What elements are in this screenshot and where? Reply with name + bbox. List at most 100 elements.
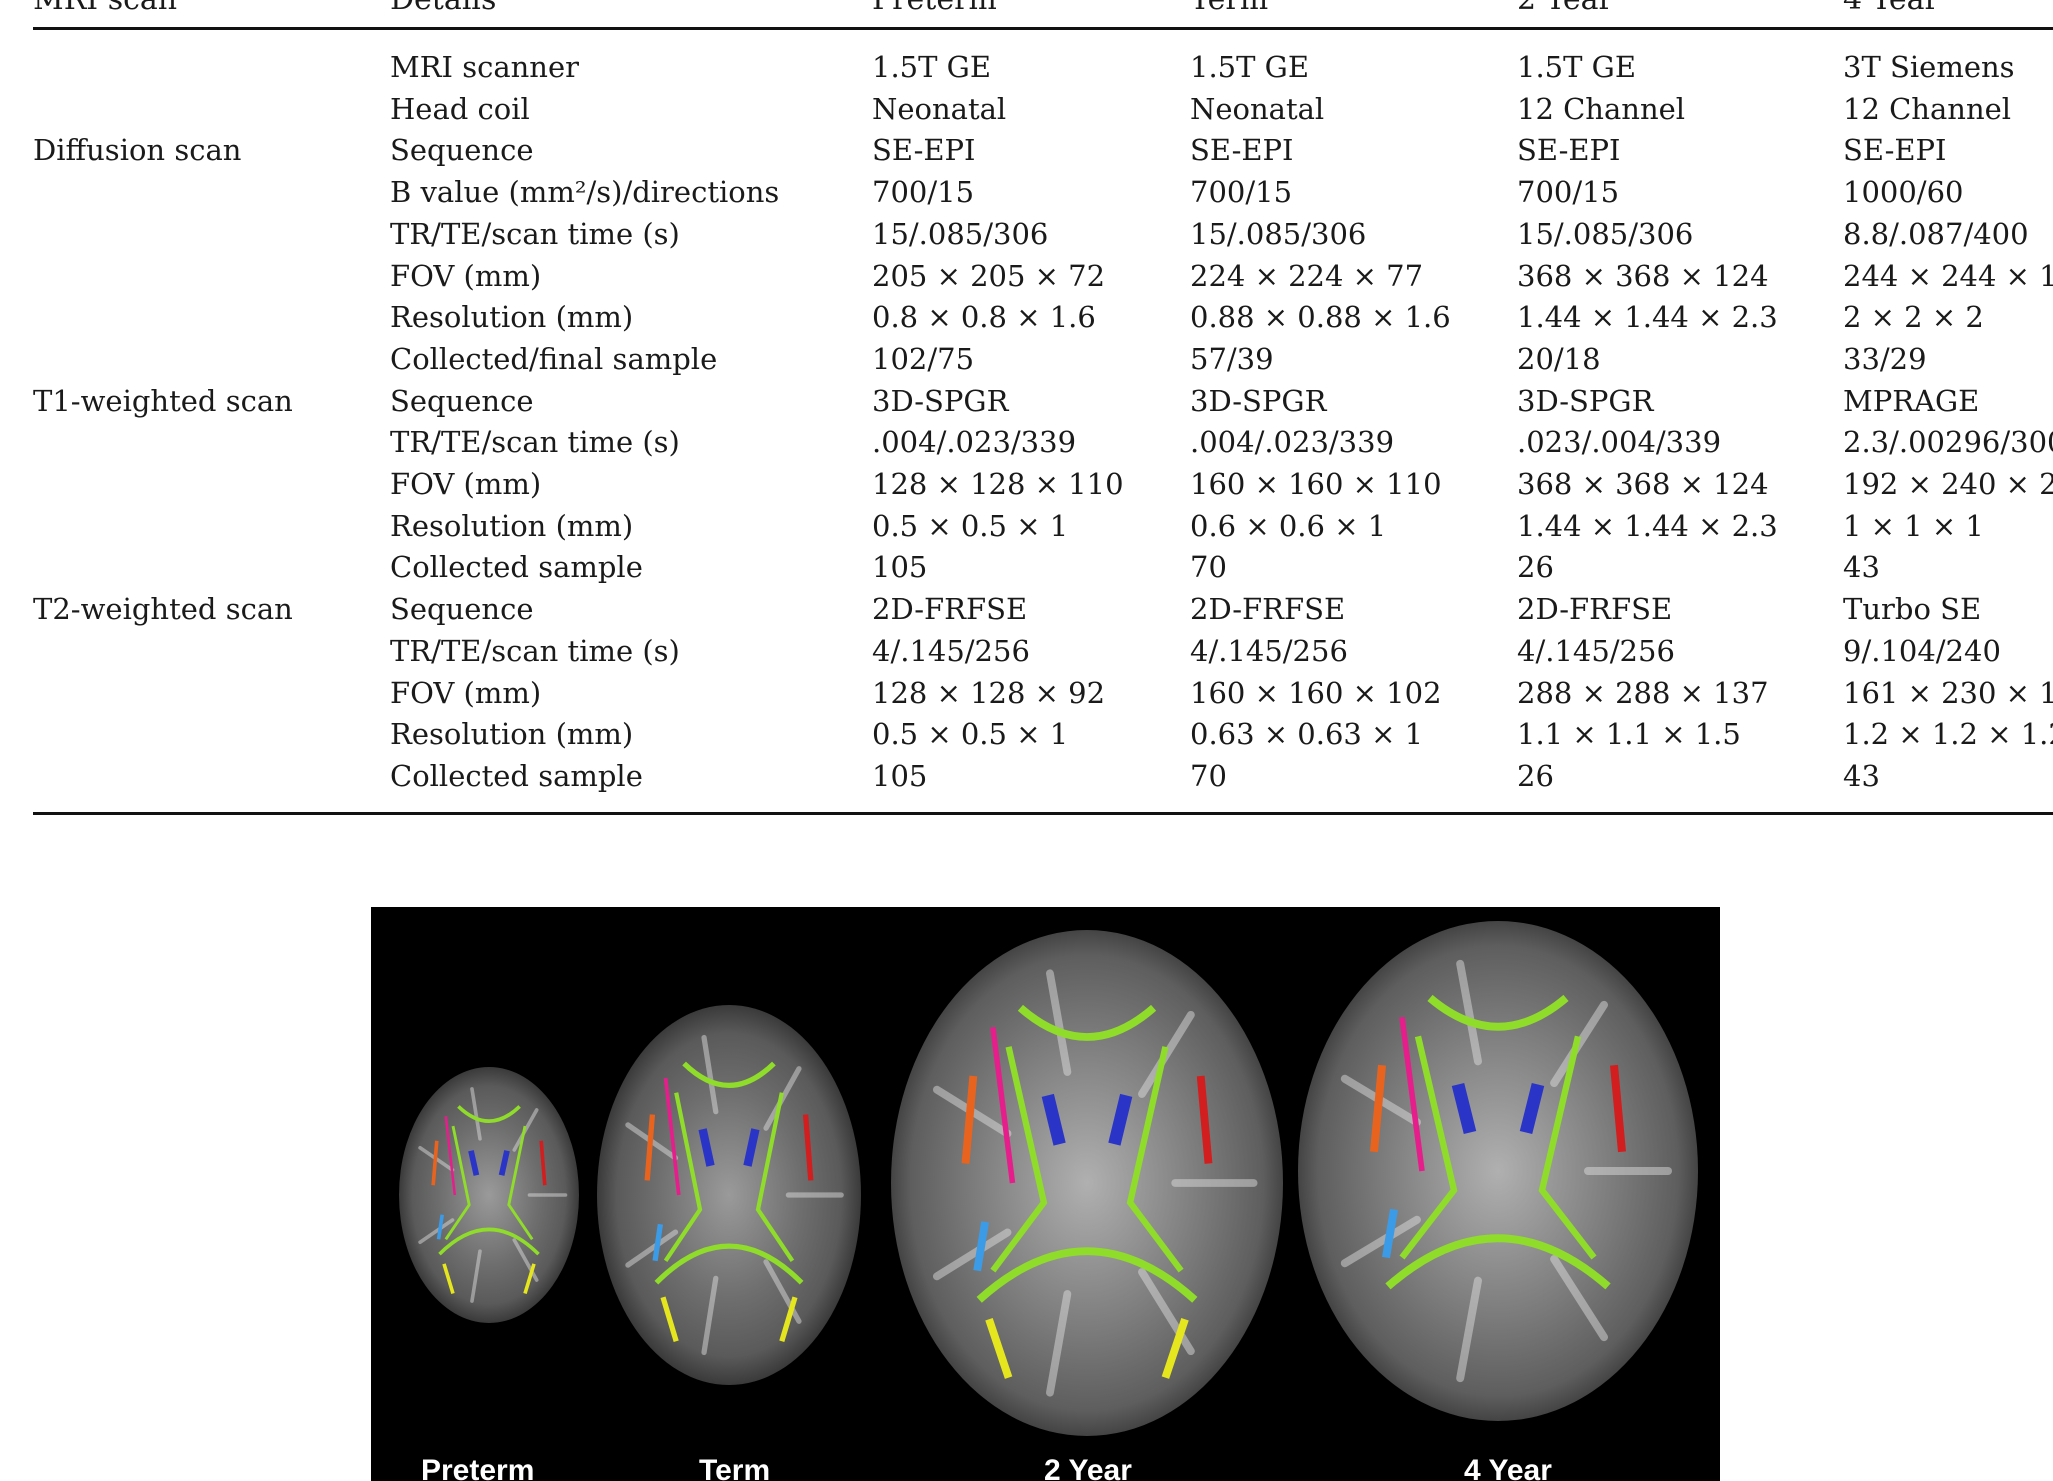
table-row: TR/TE/scan time (s).004/.023/339.004/.02… <box>0 421 2053 463</box>
table-row: Diffusion scan Sequence SE-EPI SE-EPI SE-EPI… <box>0 129 2053 171</box>
table-cell: TR/TE/scan time (s) <box>390 634 680 668</box>
table-cell: 192 × 240 × 256 <box>1843 467 2053 501</box>
column-header-mri-scan: MRI scan <box>33 0 177 18</box>
tract-internal-capsule-left <box>663 1092 703 1262</box>
table-cell: 0.8 × 0.8 × 1.6 <box>872 300 1096 334</box>
table-cell: 9/.104/240 <box>1843 634 2001 668</box>
tract-pink-left <box>1399 1016 1425 1172</box>
table-cell: 43 <box>1843 759 1880 793</box>
tract-light-blue-left <box>1382 1208 1398 1259</box>
table-cell: 4/.145/256 <box>872 634 1030 668</box>
column-header-term: Term <box>1190 0 1268 18</box>
white-matter-streak <box>470 1249 482 1303</box>
table-cell: 3D-SPGR <box>1517 384 1654 418</box>
table-cell: Head coil <box>390 92 530 126</box>
white-matter-streak <box>1340 1215 1421 1268</box>
white-matter-streak <box>701 1034 719 1115</box>
tract-blue-right <box>743 1128 760 1167</box>
tract-genu <box>457 1105 521 1123</box>
table-cell: 128 × 128 × 110 <box>872 467 1124 501</box>
tract-blue-left <box>468 1150 480 1176</box>
table-cell: 160 × 160 × 110 <box>1190 467 1442 501</box>
table-cell: Sequence <box>390 384 534 418</box>
tract-blue-right <box>1108 1093 1133 1146</box>
table-cell: 1.5T GE <box>872 50 992 84</box>
table-cell: 700/15 <box>1517 175 1620 209</box>
table-top-rule <box>33 27 2053 30</box>
figure-label-2-year: 2 Year <box>1044 1454 1132 1481</box>
table-cell: TR/TE/scan time (s) <box>390 217 680 251</box>
table-cell: 1.44 × 1.44 × 2.3 <box>1517 300 1778 334</box>
table-cell: SE-EPI <box>872 133 976 167</box>
tract-pink-left <box>444 1116 457 1196</box>
table-cell: 244 × 244 × 140 <box>1843 259 2053 293</box>
table-cell: 700/15 <box>1190 175 1293 209</box>
table-cell: 1.1 × 1.1 × 1.5 <box>1517 717 1741 751</box>
table-cell: Sequence <box>390 133 534 167</box>
white-matter-streak <box>418 1218 455 1245</box>
brain-dti-figure: Preterm Term 2 Year 4 Year <box>371 907 1720 1481</box>
table-cell: 105 <box>872 550 928 584</box>
table-bottom-rule <box>33 812 2053 815</box>
table-cell: MRI scanner <box>390 50 579 84</box>
table-cell: FOV (mm) <box>390 259 542 293</box>
tract-internal-capsule-left <box>990 1046 1048 1273</box>
table-cell: 3T Siemens <box>1843 50 2015 84</box>
table-cell: 368 × 368 × 124 <box>1517 467 1769 501</box>
figure-label-4-year: 4 Year <box>1464 1454 1552 1481</box>
table-cell: 224 × 224 × 77 <box>1190 259 1424 293</box>
white-matter-streak <box>932 1228 1012 1281</box>
table-cell: SE-EPI <box>1517 133 1621 167</box>
table-cell: 12 Channel <box>1843 92 2012 126</box>
table-cell: 15/.085/306 <box>1517 217 1694 251</box>
table-cell: Diffusion scan <box>33 133 242 167</box>
table-cell: 20/18 <box>1517 342 1601 376</box>
tract-genu <box>1427 994 1569 1031</box>
table-cell: 288 × 288 × 137 <box>1517 676 1769 710</box>
table-cell: 2D-FRFSE <box>1517 592 1673 626</box>
table-cell: 1.5T GE <box>1517 50 1637 84</box>
white-matter-streak <box>470 1087 482 1141</box>
table-cell: 4/.145/256 <box>1190 634 1348 668</box>
table-cell: 1.2 × 1.2 × 1.2 <box>1843 717 2053 751</box>
white-matter-streak <box>1456 1276 1482 1383</box>
table-cell: 3D-SPGR <box>1190 384 1327 418</box>
tract-red-right <box>539 1140 547 1186</box>
table-cell: 1000/60 <box>1843 175 1964 209</box>
table-cell: 2 × 2 × 2 <box>1843 300 1984 334</box>
table-cell: 700/15 <box>872 175 975 209</box>
tract-light-blue-left <box>652 1223 664 1262</box>
tract-blue-left <box>1451 1082 1477 1135</box>
tract-light-blue-left <box>436 1214 444 1240</box>
table-cell: 102/75 <box>872 342 975 376</box>
tract-internal-capsule-right <box>507 1125 534 1241</box>
tract-yellow-left <box>442 1263 455 1295</box>
table-cell: 43 <box>1843 550 1880 584</box>
tract-genu <box>1017 1004 1157 1041</box>
table-cell: 2.3/.00296/300 <box>1843 425 2053 459</box>
tract-yellow-left <box>985 1317 1013 1379</box>
table-cell: Neonatal <box>1190 92 1325 126</box>
table-cell: 57/39 <box>1190 342 1274 376</box>
table-cell: .004/.023/339 <box>1190 425 1395 459</box>
table-cell: 3D-SPGR <box>872 384 1009 418</box>
table-cell: Collected sample <box>390 759 643 793</box>
table-cell: 160 × 160 × 102 <box>1190 676 1442 710</box>
column-header-4-year: 4 Year <box>1843 0 1939 18</box>
white-matter-streak <box>625 1229 679 1268</box>
table-cell: 0.6 × 0.6 × 1 <box>1190 509 1387 543</box>
tract-splenium <box>654 1243 804 1285</box>
tract-blue-right <box>1519 1082 1545 1135</box>
table-cell: SE-EPI <box>1190 133 1294 167</box>
tract-splenium <box>438 1227 540 1256</box>
brain-slice <box>891 930 1283 1436</box>
figure-label-preterm: Preterm <box>421 1454 535 1481</box>
tract-splenium <box>1385 1234 1611 1290</box>
table-cell: 0.88 × 0.88 × 1.6 <box>1190 300 1451 334</box>
